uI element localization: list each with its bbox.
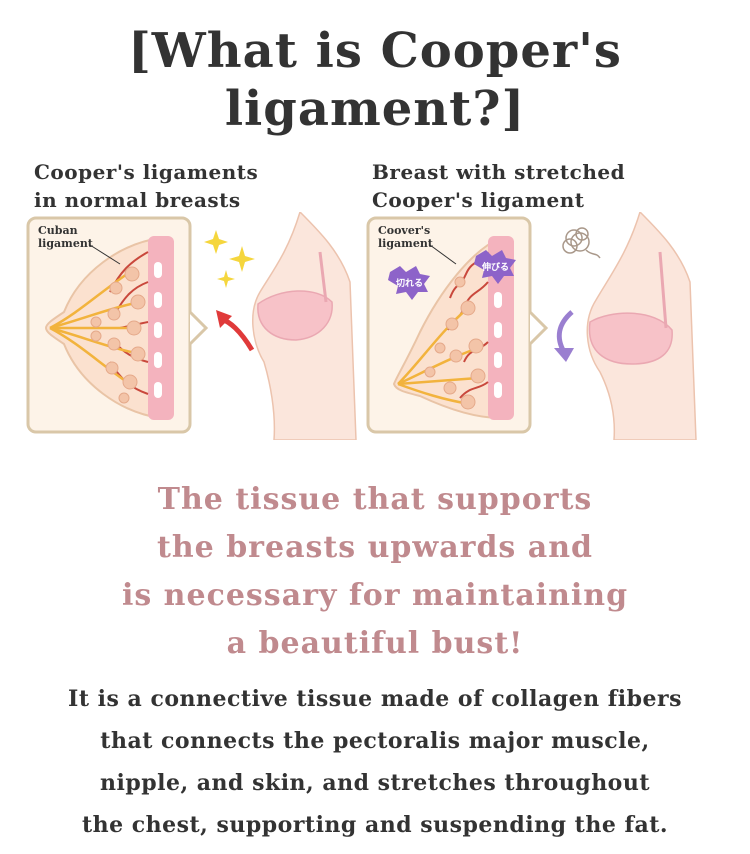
headline-line2: the breasts upwards and	[157, 530, 593, 565]
normal-breast-caption-line1: Cooper's ligaments	[34, 160, 259, 184]
normal-breast-caption: Cooper's ligaments in normal breasts	[34, 158, 258, 214]
sag-arrow-icon	[556, 310, 574, 354]
description-line2: that connects the pectoralis major muscl…	[100, 728, 650, 754]
headline-line3: is necessary for maintaining	[121, 578, 629, 613]
bra-sagging	[588, 312, 673, 365]
page-title-line2: ligament?]	[224, 81, 526, 137]
fat-lobules	[90, 266, 146, 404]
description-line1: It is a connective tissue made of collag…	[68, 686, 682, 712]
label-pointer	[429, 244, 457, 265]
stretch-tag: 伸びる	[474, 250, 516, 284]
normal-breast-illustration: Cuban ligament	[26, 212, 357, 440]
description-line3: nipple, and skin, and stretches througho…	[99, 770, 651, 796]
cut-tag-label: 切れる	[396, 278, 423, 289]
headline-line4: a beautiful bust!	[226, 626, 524, 661]
cut-tag: 切れる	[388, 266, 430, 300]
callout-pointer	[528, 310, 549, 346]
normal-breast-caption-line2: in normal breasts	[34, 188, 241, 212]
headline: The tissue that supports the breasts upw…	[0, 476, 750, 668]
stretched-breast-illustration: Coover's ligament 切れる 伸びる	[366, 212, 697, 440]
callout-pointer	[188, 310, 209, 346]
ligament-label-line2: ligament	[38, 237, 94, 250]
bra-strap	[658, 251, 668, 329]
sparkle-icon	[204, 230, 255, 288]
sag-arrow-head	[554, 348, 574, 362]
tangled-thread-icon	[562, 227, 601, 259]
ligament-label-line2: ligament	[378, 237, 434, 250]
stretched-breast-caption: Breast with stretched Cooper's ligament	[372, 158, 625, 214]
stretched-breast-caption-line1: Breast with stretched	[372, 160, 626, 184]
page-title: [What is Cooper's ligament?]	[0, 22, 750, 138]
ligament-label-line1: Coover's	[378, 224, 430, 237]
description: It is a connective tissue made of collag…	[0, 678, 750, 846]
label-pointer	[89, 244, 121, 265]
bra-strap	[318, 251, 328, 303]
bra-lifted	[257, 290, 333, 341]
lift-arrow-head	[216, 310, 232, 328]
stretched-breast-caption-line2: Cooper's ligament	[372, 188, 585, 212]
description-line4: the chest, supporting and suspending the…	[81, 812, 669, 838]
headline-line1: The tissue that supports	[157, 482, 593, 517]
fat-lobules	[424, 276, 486, 410]
ligament-label-line1: Cuban	[38, 224, 78, 237]
page-title-line1: [What is Cooper's	[128, 23, 622, 79]
stretch-tag-label: 伸びる	[481, 261, 509, 273]
